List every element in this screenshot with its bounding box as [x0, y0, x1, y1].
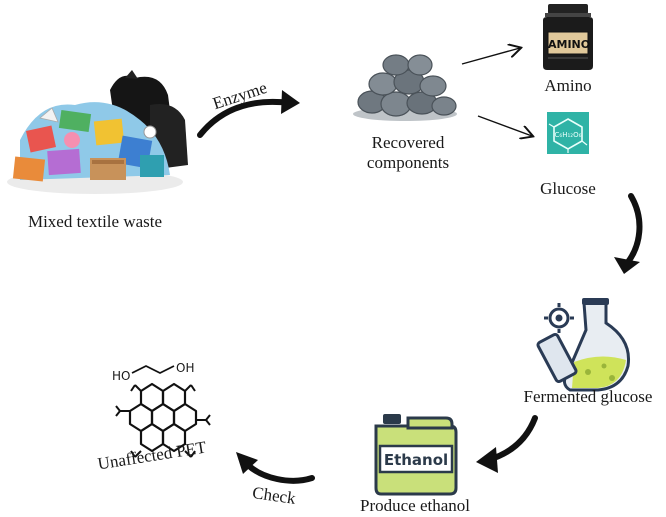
node-produce-ethanol: Produce ethanol [360, 496, 470, 515]
arrow-to-amino [461, 48, 520, 65]
node-recovered-components: Recovered components [366, 133, 450, 172]
amino-jar-icon [543, 4, 593, 70]
arrow-to-glucose [477, 115, 532, 136]
rock-pile-icon [353, 54, 457, 121]
svg-text:C₆H₁₂O₆: C₆H₁₂O₆ [555, 131, 582, 139]
ethanol-canister-icon [374, 414, 458, 496]
node-glucose: Glucose [540, 179, 596, 198]
amino-jar-label: AMINO [548, 38, 591, 51]
arrow-glucose-to-fermented [625, 193, 643, 265]
node-mixed-textile-waste: Mixed textile waste [27, 212, 163, 231]
fermentation-flask-icon [536, 298, 631, 392]
node-fermented-glucose: Fermented glucose [523, 387, 653, 406]
check-arrow [245, 462, 315, 484]
pet-ho-group: HO [112, 369, 131, 383]
node-amino: Amino [544, 76, 592, 95]
pet-oh-group: OH [176, 361, 195, 375]
enzyme-arrow [197, 98, 293, 138]
glucose-molecule-icon: C₆H₁₂O₆ [547, 112, 589, 154]
textile-waste-pile-icon [7, 70, 188, 194]
ethanol-canister-label: Ethanol [383, 451, 449, 469]
pet-molecule-icon [115, 365, 211, 458]
